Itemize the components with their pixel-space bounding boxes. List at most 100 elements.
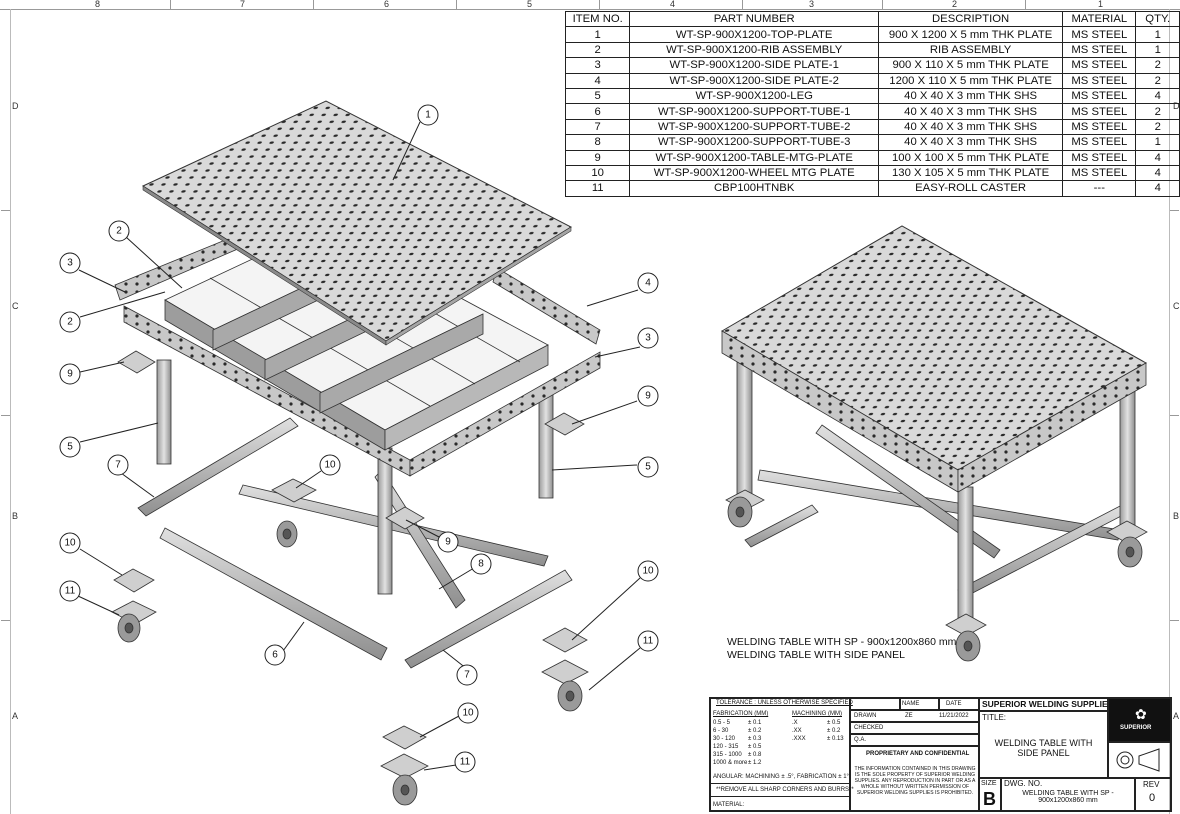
company-logo xyxy=(1108,698,1171,742)
zone-row-label: B xyxy=(12,511,19,521)
bom-item-no: 6 xyxy=(564,103,631,120)
zone-separator xyxy=(456,0,457,9)
item-balloon-number: 11 xyxy=(643,636,654,647)
item-balloon-number: 2 xyxy=(116,226,122,237)
tolerance-range: .XX xyxy=(792,728,802,734)
bom-description: 900 X 1200 X 5 mm THK PLATE xyxy=(878,26,1064,43)
bill-of-materials-table: ITEM NO. PART NUMBER DESCRIPTION MATERIA… xyxy=(564,10,1180,197)
bom-description: 40 X 40 X 3 mm THK SHS xyxy=(878,118,1064,136)
rib-assembly xyxy=(164,224,549,451)
bom-description: 130 X 105 X 5 mm THK PLATE xyxy=(878,164,1064,182)
zone-separator xyxy=(599,0,600,9)
tolerance-label: TOLERANCE : UNLESS OTHERWISE SPECIFIED xyxy=(716,700,853,706)
zone-row-label: B xyxy=(1173,511,1180,521)
bom-part-number: WT-SP-900X1200-SIDE PLATE-1 xyxy=(629,57,880,74)
item-balloon: 5 xyxy=(637,456,659,478)
bom-description: 900 X 110 X 5 mm THK PLATE xyxy=(878,57,1064,74)
item-balloon-number: 7 xyxy=(115,460,121,471)
bom-item-no: 5 xyxy=(564,87,631,105)
wheel-mtg-plates xyxy=(113,478,588,750)
machining-label: MACHINING (MM) xyxy=(792,711,842,717)
item-balloon: 10 xyxy=(637,560,659,582)
bom-material: --- xyxy=(1062,180,1137,197)
tolerance-value: ± 0.2 xyxy=(748,728,762,734)
zone-separator xyxy=(882,0,883,9)
tb-cell xyxy=(979,778,1001,811)
bom-description: EASY-ROLL CASTER xyxy=(878,180,1064,197)
third-angle-projection-icon xyxy=(1116,748,1160,772)
dwg-no-label: DWG. NO. xyxy=(1004,779,1043,788)
tolerance-range: 120 - 315 xyxy=(713,744,739,750)
tb-cell xyxy=(850,698,900,710)
item-balloon: 5 xyxy=(59,436,81,458)
bom-part-number: WT-SP-900X1200-LEG xyxy=(629,87,880,105)
item-balloon-number: 1 xyxy=(425,110,431,121)
leg-front-right xyxy=(377,447,393,595)
bom-qty: 2 xyxy=(1135,57,1180,74)
zone-separator xyxy=(742,0,743,9)
tb-cell xyxy=(850,734,979,746)
item-balloon: 9 xyxy=(59,363,81,385)
item-balloon-number: 10 xyxy=(324,460,336,471)
bom-part-number: WT-SP-900X1200-SUPPORT-TUBE-3 xyxy=(629,134,880,151)
tolerance-range: 30 - 120 xyxy=(713,736,736,742)
item-balloon-number: 3 xyxy=(67,258,73,269)
dwg-number: WELDING TABLE WITH SP - 900x1200x860 mm xyxy=(1003,790,1133,804)
dwg-number-line-1: WELDING TABLE WITH SP - xyxy=(1022,790,1114,797)
tolerance-value: ± 0.2 xyxy=(827,728,841,734)
zone-separator xyxy=(1,415,10,416)
bom-material: MS STEEL xyxy=(1062,118,1137,136)
company-name: SUPERIOR WELDING SUPPLIES xyxy=(982,699,1114,709)
zone-column-label: 5 xyxy=(527,0,533,9)
item-balloon: 10 xyxy=(319,454,341,476)
item-balloon: 10 xyxy=(59,532,81,554)
zone-column-label: 3 xyxy=(809,0,815,9)
zone-separator xyxy=(1170,620,1179,621)
item-balloon-number: 5 xyxy=(67,442,73,453)
tolerance-range: 315 - 1000 xyxy=(713,752,742,758)
title-block: TOLERANCE : UNLESS OTHERWISE SPECIFIED F… xyxy=(709,697,1172,812)
item-balloon: 7 xyxy=(107,454,129,476)
table-mtg-plates xyxy=(117,350,585,530)
zone-separator xyxy=(170,0,171,9)
item-balloon: 6 xyxy=(264,644,286,666)
item-balloon: 11 xyxy=(454,751,476,773)
item-balloon-number: 11 xyxy=(65,586,76,597)
drawing-title-line-2: SIDE PANEL xyxy=(1017,748,1070,758)
support-tube-7-left xyxy=(137,417,299,517)
bom-header-row: ITEM NO. PART NUMBER DESCRIPTION MATERIA… xyxy=(564,10,1180,28)
tolerance-value: ± 0.1 xyxy=(748,720,762,726)
checked-label: CHECKED xyxy=(854,725,884,731)
zone-row-label: C xyxy=(12,301,19,311)
item-balloon: 1 xyxy=(417,104,439,126)
tb-cell xyxy=(1135,778,1171,811)
bom-material: MS STEEL xyxy=(1062,72,1137,89)
bom-material: MS STEEL xyxy=(1062,57,1137,74)
revision-number: 0 xyxy=(1149,792,1156,804)
support-tube-7-right xyxy=(404,569,573,669)
casters xyxy=(111,520,589,806)
size-label: SIZE xyxy=(981,780,997,787)
item-balloon-number: 3 xyxy=(645,333,651,344)
item-balloon-number: 10 xyxy=(462,708,474,719)
bom-qty: 4 xyxy=(1135,87,1180,105)
bom-qty: 2 xyxy=(1135,72,1180,89)
tb-cell xyxy=(900,698,939,710)
item-balloon: 9 xyxy=(437,531,459,553)
bom-part-number: WT-SP-900X1200-WHEEL MTG PLATE xyxy=(629,164,880,182)
tolerance-block xyxy=(710,698,850,811)
leg-back-right xyxy=(538,389,554,499)
zone-separator xyxy=(313,0,314,9)
support-tube-8-b xyxy=(374,469,466,609)
item-balloon-number: 4 xyxy=(645,278,651,289)
zone-separator xyxy=(1,620,10,621)
item-balloon-number: 9 xyxy=(445,537,451,548)
item-balloon: 9 xyxy=(637,385,659,407)
leg-front-left xyxy=(156,359,172,465)
